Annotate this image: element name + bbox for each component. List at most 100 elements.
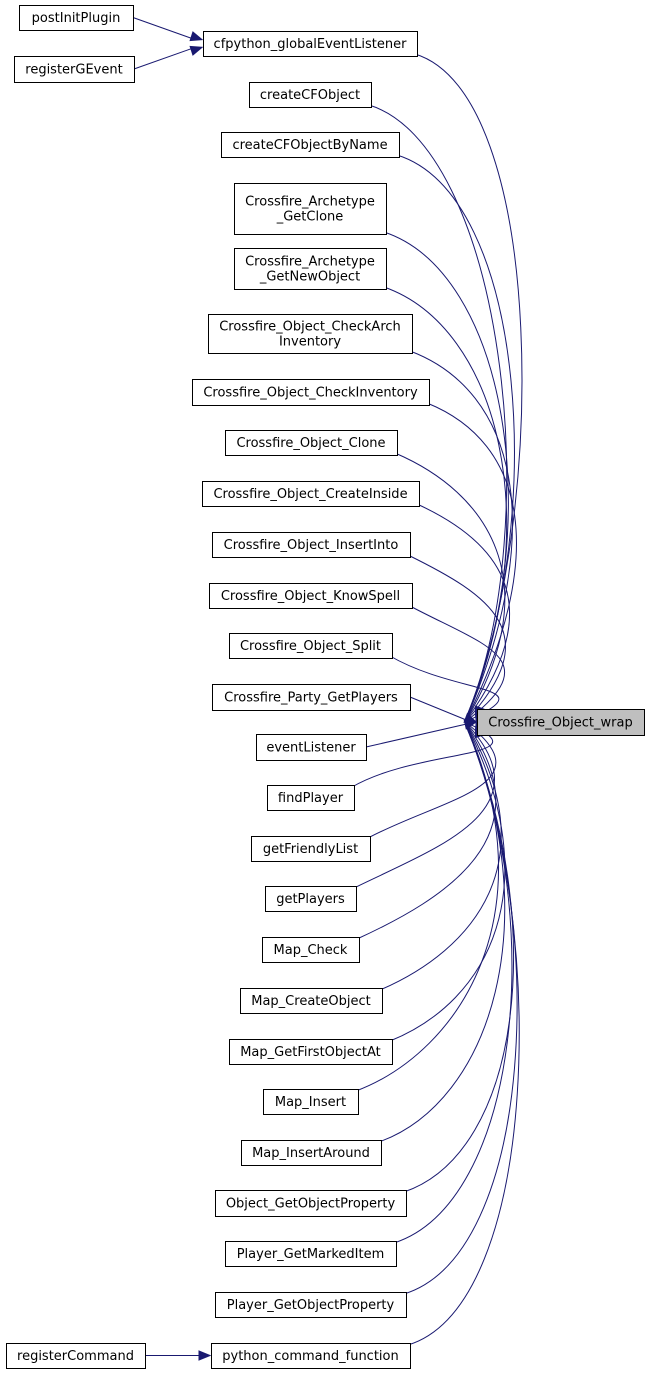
node-arch_getclone[interactable]: Crossfire_Archetype_GetClone xyxy=(234,183,387,235)
node-box[interactable] xyxy=(249,82,372,108)
node-box[interactable] xyxy=(212,532,411,558)
node-box[interactable] xyxy=(215,1190,407,1217)
edge-map_check-to-target xyxy=(356,722,497,940)
node-box[interactable] xyxy=(212,684,411,711)
node-box[interactable] xyxy=(19,5,134,31)
node-label: Crossfire_Archetype xyxy=(245,255,375,270)
nodes-layer: Crossfire_Object_wrap cfpython_globalEven… xyxy=(6,5,645,1369)
edge-line xyxy=(132,17,193,39)
node-box[interactable] xyxy=(6,1343,146,1369)
node-box[interactable] xyxy=(234,183,387,235)
node-box[interactable] xyxy=(202,481,420,507)
edge-line xyxy=(378,724,506,1143)
node-label: Player_GetObjectProperty xyxy=(227,1298,395,1313)
node-map_createobject[interactable]: Map_CreateObject xyxy=(240,988,383,1014)
edge-line xyxy=(416,503,510,721)
arrow-head xyxy=(189,31,204,42)
edge-registerCommand-to-python_cmd xyxy=(145,1350,212,1361)
node-label: cfpython_globalEventListener xyxy=(214,37,408,52)
node-findPlayer[interactable]: findPlayer xyxy=(267,785,355,811)
edge-line xyxy=(367,722,497,839)
node-box[interactable] xyxy=(215,1292,407,1318)
node-player_getmarked[interactable]: Player_GetMarkedItem xyxy=(225,1241,397,1267)
node-postInitPlugin[interactable]: postInitPlugin xyxy=(19,5,134,31)
node-label: Crossfire_Object_CheckInventory xyxy=(203,386,418,401)
node-box[interactable] xyxy=(229,1039,393,1065)
edge-map_createobject-to-target xyxy=(379,722,502,991)
edge-line xyxy=(409,350,513,720)
node-box[interactable] xyxy=(241,1140,382,1166)
node-label: Crossfire_Object_Clone xyxy=(236,436,385,451)
node-box[interactable] xyxy=(208,314,413,354)
node-map_insertaround[interactable]: Map_InsertAround xyxy=(241,1140,382,1166)
node-box[interactable] xyxy=(229,633,393,659)
node-obj_clone[interactable]: Crossfire_Object_Clone xyxy=(225,430,398,456)
node-obj_createinside[interactable]: Crossfire_Object_CreateInside xyxy=(202,481,420,507)
node-map_insert[interactable]: Map_Insert xyxy=(263,1089,359,1115)
edge-line xyxy=(383,231,509,720)
node-box[interactable] xyxy=(251,836,371,862)
node-target[interactable]: Crossfire_Object_wrap xyxy=(477,709,645,736)
edge-map_getfirst-to-target xyxy=(389,722,506,1042)
node-label: registerCommand xyxy=(17,1349,134,1364)
node-player_getprop[interactable]: Player_GetObjectProperty xyxy=(215,1292,407,1318)
node-box[interactable] xyxy=(263,1089,359,1115)
node-party_getplayers[interactable]: Crossfire_Party_GetPlayers xyxy=(212,684,411,711)
node-box[interactable] xyxy=(265,886,357,912)
node-cfpython_global[interactable]: cfpython_globalEventListener xyxy=(203,31,418,57)
node-box[interactable] xyxy=(477,709,645,736)
node-object_getprop[interactable]: Object_GetObjectProperty xyxy=(215,1190,407,1217)
node-registerGEvent[interactable]: registerGEvent xyxy=(14,56,135,83)
node-box[interactable] xyxy=(240,988,383,1014)
node-box[interactable] xyxy=(225,430,398,456)
node-box[interactable] xyxy=(192,379,430,406)
node-label: _GetClone xyxy=(276,210,344,225)
node-box[interactable] xyxy=(14,56,135,83)
node-box[interactable] xyxy=(256,734,367,761)
node-label: Crossfire_Archetype xyxy=(245,195,375,210)
node-label: Crossfire_Object_wrap xyxy=(488,716,632,731)
node-label: Crossfire_Object_CheckArch xyxy=(219,320,401,335)
node-map_getfirst[interactable]: Map_GetFirstObjectAt xyxy=(229,1039,393,1065)
node-label: Map_Check xyxy=(274,943,348,958)
node-registerCommand[interactable]: registerCommand xyxy=(6,1343,146,1369)
node-box[interactable] xyxy=(203,31,418,57)
node-box[interactable] xyxy=(209,583,413,609)
edge-line xyxy=(355,724,500,1092)
node-arch_getnewobject[interactable]: Crossfire_Archetype_GetNewObject xyxy=(234,248,387,290)
edge-line xyxy=(407,554,506,722)
node-box[interactable] xyxy=(211,1343,411,1369)
node-box[interactable] xyxy=(221,132,400,158)
node-box[interactable] xyxy=(225,1241,397,1267)
edge-map_insert-to-target xyxy=(355,723,500,1092)
node-label: findPlayer xyxy=(278,791,344,806)
node-createCFObjectByName[interactable]: createCFObjectByName xyxy=(221,132,400,158)
edge-getPlayers-to-target xyxy=(353,722,495,889)
edge-line xyxy=(383,286,508,720)
node-label: Map_InsertAround xyxy=(252,1146,370,1161)
node-box[interactable] xyxy=(267,785,355,811)
arrow-head xyxy=(189,45,204,56)
node-obj_insertinto[interactable]: Crossfire_Object_InsertInto xyxy=(212,532,411,558)
edge-line xyxy=(394,452,506,721)
edge-line xyxy=(133,47,193,70)
node-label: Crossfire_Party_GetPlayers xyxy=(224,691,398,706)
node-label: createCFObjectByName xyxy=(232,138,387,153)
edge-line xyxy=(409,696,467,721)
node-map_check[interactable]: Map_Check xyxy=(262,937,360,963)
node-getPlayers[interactable]: getPlayers xyxy=(265,886,357,912)
node-eventListener[interactable]: eventListener xyxy=(256,734,367,761)
node-obj_split[interactable]: Crossfire_Object_Split xyxy=(229,633,393,659)
node-label: python_command_function xyxy=(222,1349,398,1364)
node-getFriendlyList[interactable]: getFriendlyList xyxy=(251,836,371,862)
node-box[interactable] xyxy=(234,248,387,290)
edge-line xyxy=(403,724,514,1193)
edge-line xyxy=(365,723,467,748)
node-box[interactable] xyxy=(262,937,360,963)
node-obj_checkinv[interactable]: Crossfire_Object_CheckInventory xyxy=(192,379,430,406)
node-obj_knowspell[interactable]: Crossfire_Object_KnowSpell xyxy=(209,583,413,609)
node-python_cmd[interactable]: python_command_function xyxy=(211,1343,411,1369)
node-createCFObject[interactable]: createCFObject xyxy=(249,82,372,108)
